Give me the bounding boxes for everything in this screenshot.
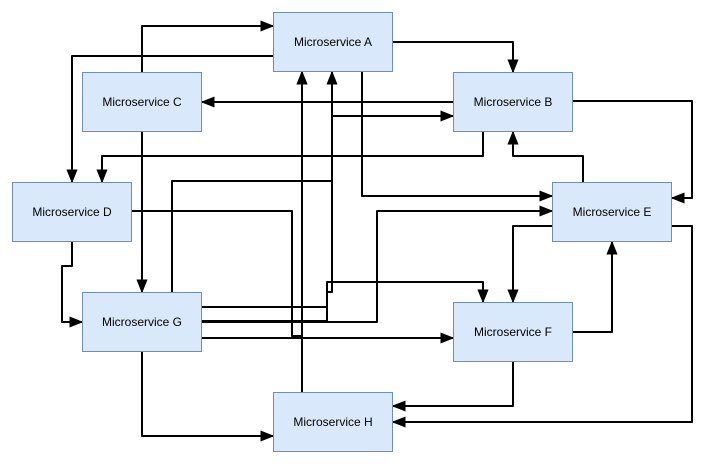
microservice-f-label: Microservice F bbox=[473, 325, 552, 339]
microservice-h-node[interactable]: Microservice H bbox=[273, 392, 393, 452]
edge-g-h bbox=[141, 352, 275, 442]
edge-g-f-branch bbox=[202, 281, 489, 322]
microservice-b-label: Microservice B bbox=[473, 95, 553, 109]
microservice-a-label: Microservice A bbox=[293, 35, 373, 49]
microservice-d-label: Microservice D bbox=[32, 205, 112, 219]
microservice-g-node[interactable]: Microservice G bbox=[82, 292, 202, 352]
edge-f-e bbox=[573, 240, 618, 333]
edge-d-g bbox=[61, 242, 84, 328]
microservice-f-node[interactable]: Microservice F bbox=[453, 302, 573, 362]
edge-g-b bbox=[171, 110, 455, 292]
edge-b-d bbox=[96, 132, 484, 184]
microservice-b-node[interactable]: Microservice B bbox=[453, 72, 573, 132]
microservice-e-label: Microservice E bbox=[572, 205, 652, 219]
edge-e-h bbox=[391, 225, 693, 428]
microservice-e-node[interactable]: Microservice E bbox=[552, 182, 672, 242]
edge-a-d bbox=[66, 55, 273, 184]
edge-g-a bbox=[202, 70, 338, 308]
microservice-d-node[interactable]: Microservice D bbox=[12, 182, 132, 242]
microservice-c-label: Microservice C bbox=[102, 95, 182, 109]
microservice-c-node[interactable]: Microservice C bbox=[82, 72, 202, 132]
edge-a-e bbox=[361, 72, 554, 202]
edge-f-h bbox=[391, 362, 514, 412]
microservice-g-label: Microservice G bbox=[101, 315, 182, 329]
edge-c-a bbox=[141, 20, 275, 72]
microservice-h-label: Microservice H bbox=[293, 415, 373, 429]
edge-b-e bbox=[573, 100, 693, 204]
edge-e-f bbox=[507, 225, 552, 304]
edge-e-b bbox=[507, 130, 584, 182]
microservice-a-node[interactable]: Microservice A bbox=[273, 12, 393, 72]
edge-a-b bbox=[393, 41, 519, 74]
